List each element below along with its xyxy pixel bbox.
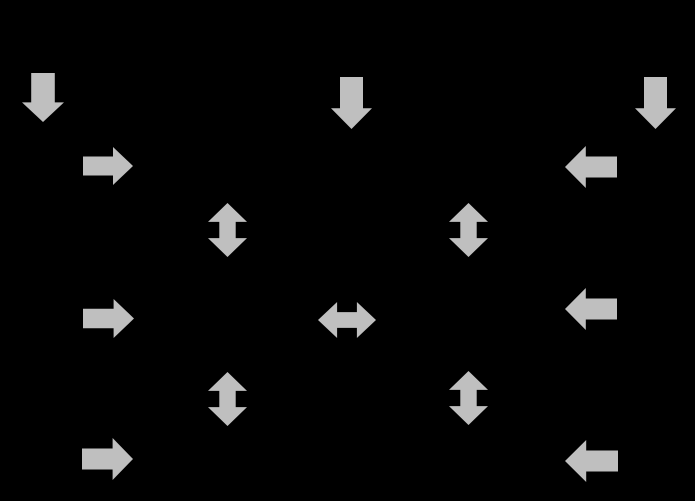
updown-arrow-row3-left-icon: [208, 203, 247, 257]
leftright-arrow-center-icon: [318, 302, 376, 338]
left-arrow-row4-right-icon: [565, 288, 617, 330]
updown-arrow-row5-right-icon: [449, 371, 488, 425]
right-arrow-row4-left-icon: [83, 299, 134, 338]
right-arrow-bottom-left-icon: [82, 438, 133, 480]
updown-arrow-row5-left-icon: [208, 372, 247, 426]
down-arrow-top-right-icon: [635, 77, 676, 129]
left-arrow-bottom-right-icon: [565, 440, 618, 482]
down-arrow-top-center-icon: [331, 77, 372, 129]
left-arrow-row2-right-icon: [565, 146, 617, 188]
updown-arrow-row3-right-icon: [449, 203, 488, 257]
down-arrow-top-left-icon: [22, 73, 64, 122]
right-arrow-row2-left-icon: [83, 147, 133, 185]
